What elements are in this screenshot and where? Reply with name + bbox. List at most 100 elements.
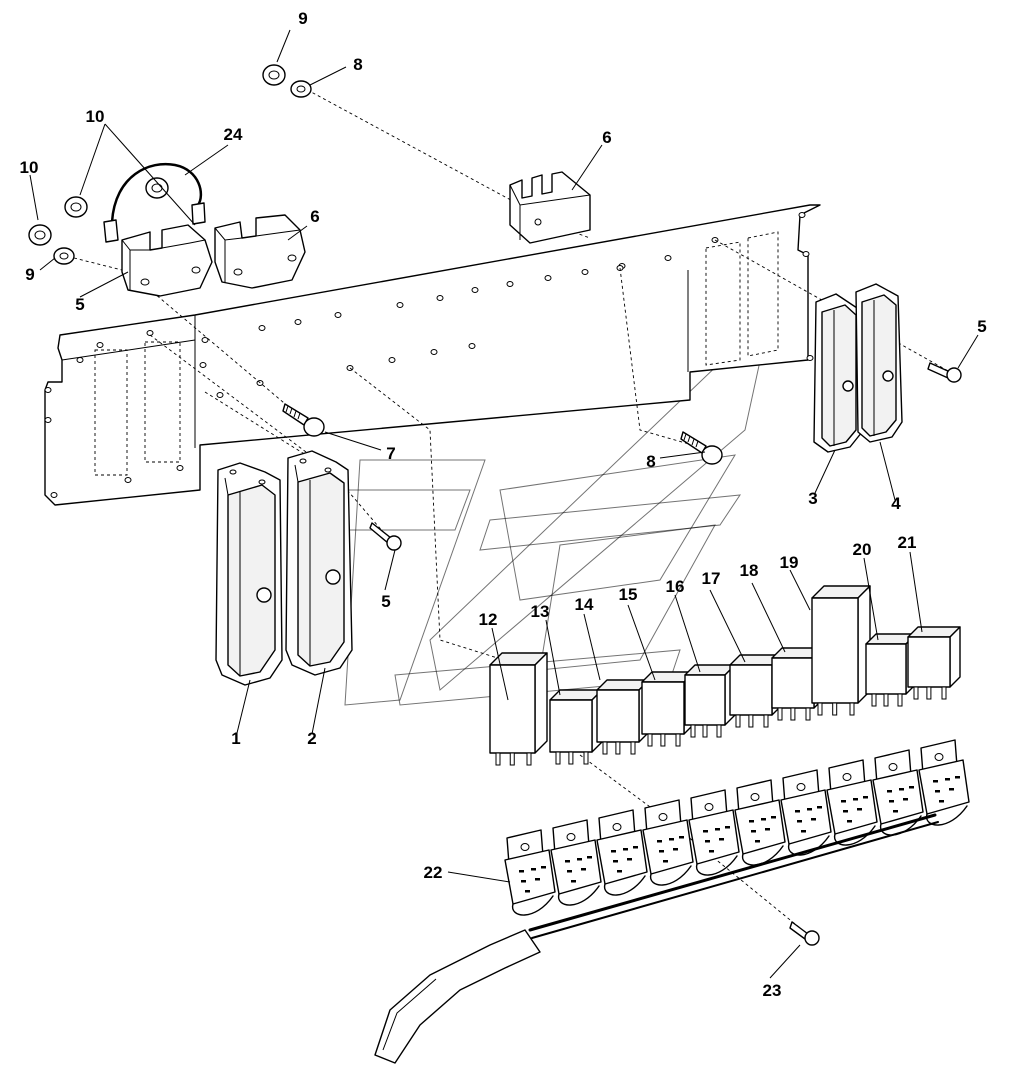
- callout-10: 10: [20, 158, 39, 177]
- socket-body: [826, 779, 878, 835]
- callout-21: 21: [898, 533, 917, 552]
- socket-slot: [903, 798, 908, 801]
- panel-hole: [294, 319, 302, 325]
- relay-pin: [805, 707, 811, 721]
- washer-9-top: [290, 80, 312, 98]
- socket-slot: [765, 828, 770, 831]
- callout-6: 6: [310, 207, 319, 226]
- callout-19: 19: [780, 553, 799, 572]
- relay-socket: [734, 779, 786, 866]
- socket-slot: [627, 858, 632, 861]
- relay-socket-harness: [374, 739, 970, 1064]
- panel-hole: [76, 357, 84, 363]
- socket-slot: [955, 776, 960, 779]
- callout-10: 9: [298, 9, 307, 28]
- relay-pin: [763, 714, 769, 728]
- panel-hole: [44, 417, 52, 423]
- socket-wire: [788, 835, 830, 856]
- washer-9-left: [53, 247, 123, 271]
- socket-body: [918, 759, 970, 815]
- bracket-6-right: [214, 214, 306, 289]
- callout-14: 14: [575, 595, 594, 614]
- socket-tab-hole: [842, 773, 852, 781]
- socket-tab-hole: [750, 793, 760, 801]
- washer-11: [64, 196, 88, 218]
- relay-pin: [832, 702, 838, 716]
- socket-slot: [525, 890, 530, 893]
- relay-side: [949, 626, 961, 688]
- callout-1: 1: [231, 729, 240, 748]
- module-1: [215, 462, 283, 686]
- socket-slot: [751, 830, 756, 833]
- socket-tab-hole: [888, 763, 898, 771]
- callout-7: 6: [602, 128, 611, 147]
- panel-hole: [146, 330, 154, 336]
- panel-hole: [176, 465, 184, 471]
- socket-slot: [623, 848, 628, 851]
- relay-12: [489, 652, 548, 766]
- screw-5-left: [369, 522, 402, 551]
- socket-wire: [926, 805, 968, 826]
- panel-hole: [544, 275, 552, 281]
- socket-wire: [650, 865, 692, 886]
- socket-slot: [755, 840, 760, 843]
- socket-slot: [801, 830, 806, 833]
- socket-slot: [949, 788, 954, 791]
- callout-2: 2: [307, 729, 316, 748]
- socket-slot: [887, 790, 892, 793]
- socket-slot: [863, 796, 868, 799]
- socket-slot: [679, 836, 684, 839]
- socket-slot: [817, 806, 822, 809]
- socket-tab-hole: [520, 843, 530, 851]
- relay-pin: [777, 707, 783, 721]
- nut-10-top: [262, 64, 286, 86]
- callout-leaders: [29, 29, 979, 979]
- socket-slot: [811, 818, 816, 821]
- socket-wire: [696, 855, 738, 876]
- panel-hole: [124, 477, 132, 483]
- relay-front: [641, 681, 685, 735]
- relay-pin: [883, 693, 889, 707]
- relay-front: [729, 664, 773, 716]
- callout-20: 20: [853, 540, 872, 559]
- socket-slot: [893, 810, 898, 813]
- relay-pin: [913, 686, 919, 700]
- relay-pin: [509, 752, 515, 766]
- ground-strap-24: [103, 162, 206, 243]
- callout-22: 22: [424, 863, 443, 882]
- relay-front: [907, 636, 951, 688]
- socket-wire: [742, 845, 784, 866]
- callout-16: 16: [666, 577, 685, 596]
- relay-21: [907, 626, 961, 700]
- socket-slot: [577, 858, 582, 861]
- socket-slot: [535, 878, 540, 881]
- panel-holes: [44, 212, 814, 498]
- socket-slot: [703, 830, 708, 833]
- socket-slot: [853, 798, 858, 801]
- panel-hole: [199, 362, 207, 368]
- socket-slot: [673, 848, 678, 851]
- relay-pin: [849, 702, 855, 716]
- bracket-6-left: [121, 224, 213, 297]
- panel-hole: [798, 212, 806, 218]
- socket-body: [642, 819, 694, 875]
- socket-slot: [749, 820, 754, 823]
- callout-23: 23: [763, 981, 782, 1000]
- socket-body: [780, 789, 832, 845]
- callout-9: 9: [25, 265, 34, 284]
- bolt-8-left: [282, 403, 325, 437]
- socket-wire: [558, 885, 600, 906]
- relay-row: [489, 585, 961, 766]
- callout-15: 15: [619, 585, 638, 604]
- relay-pin: [897, 693, 903, 707]
- relay-front: [811, 597, 859, 704]
- socket-slot: [843, 810, 848, 813]
- relay-pin: [871, 693, 877, 707]
- socket-slot: [617, 870, 622, 873]
- bracket-7: [509, 171, 591, 244]
- socket-tab-hole: [796, 783, 806, 791]
- nut-10-left: [28, 224, 52, 246]
- relay-pin: [675, 733, 681, 747]
- callout-13: 13: [531, 602, 550, 621]
